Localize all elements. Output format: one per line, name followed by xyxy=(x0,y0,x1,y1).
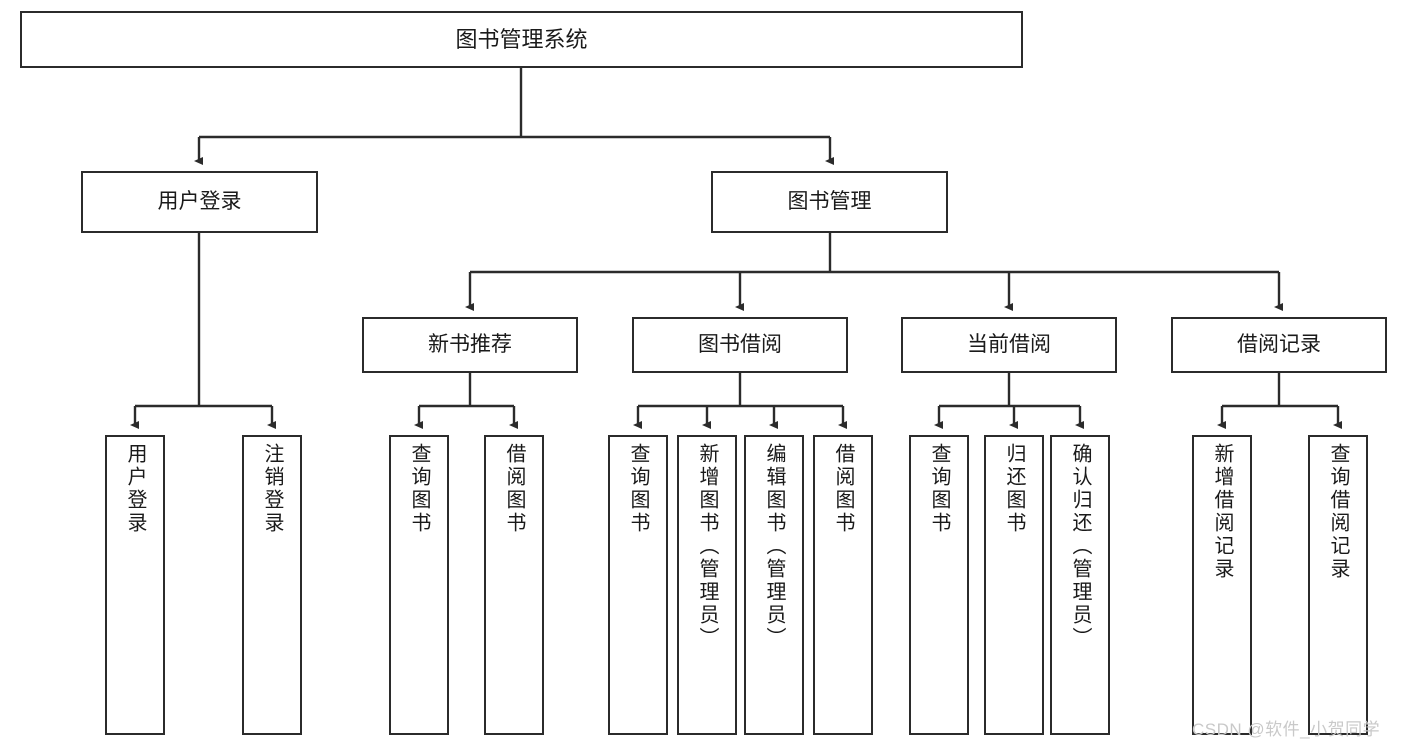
leaf-recommend-query-book[interactable]: 查询图书 xyxy=(389,435,449,735)
node-label: 查询图书 xyxy=(627,443,649,535)
node-label: 新书推荐 xyxy=(428,332,512,356)
node-label: 新增图书（管理员） xyxy=(696,443,718,650)
node-borrow-record[interactable]: 借阅记录 xyxy=(1171,317,1387,373)
leaf-borrow-add-book-admin[interactable]: 新增图书（管理员） xyxy=(677,435,737,735)
node-label: 查询图书 xyxy=(408,443,430,535)
node-label: 图书借阅 xyxy=(698,332,782,356)
leaf-current-confirm-return-admin[interactable]: 确认归还（管理员） xyxy=(1050,435,1110,735)
node-label: 借阅记录 xyxy=(1237,332,1321,356)
leaf-user-logout[interactable]: 注销登录 xyxy=(242,435,302,735)
node-label: 编辑图书（管理员） xyxy=(763,443,785,650)
node-label: 确认归还（管理员） xyxy=(1069,443,1091,650)
node-label: 图书管理 xyxy=(787,189,872,213)
leaf-record-query-borrow-record[interactable]: 查询借阅记录 xyxy=(1308,435,1368,735)
node-user-login[interactable]: 用户登录 xyxy=(81,171,318,233)
node-label: 查询借阅记录 xyxy=(1327,443,1349,581)
node-root-system[interactable]: 图书管理系统 xyxy=(20,11,1023,68)
node-label: 用户登录 xyxy=(157,189,242,213)
node-book-manage[interactable]: 图书管理 xyxy=(711,171,948,233)
csdn-watermark: CSDN @软件_小贺同学 xyxy=(1192,720,1381,739)
leaf-user-login[interactable]: 用户登录 xyxy=(105,435,165,735)
node-label: 用户登录 xyxy=(124,443,146,535)
leaf-borrow-edit-book-admin[interactable]: 编辑图书（管理员） xyxy=(744,435,804,735)
node-label: 当前借阅 xyxy=(967,332,1051,356)
leaf-borrow-query-book[interactable]: 查询图书 xyxy=(608,435,668,735)
leaf-borrow-lend-book[interactable]: 借阅图书 xyxy=(813,435,873,735)
node-label: 归还图书 xyxy=(1003,443,1025,535)
node-label: 借阅图书 xyxy=(503,443,525,535)
node-label: 借阅图书 xyxy=(832,443,854,535)
leaf-current-return-book[interactable]: 归还图书 xyxy=(984,435,1044,735)
node-label: 查询图书 xyxy=(928,443,950,535)
leaf-recommend-borrow-book[interactable]: 借阅图书 xyxy=(484,435,544,735)
node-new-book-recommend[interactable]: 新书推荐 xyxy=(362,317,578,373)
node-current-borrow[interactable]: 当前借阅 xyxy=(901,317,1117,373)
node-label: 图书管理系统 xyxy=(455,26,588,52)
leaf-current-query-book[interactable]: 查询图书 xyxy=(909,435,969,735)
node-book-borrow[interactable]: 图书借阅 xyxy=(632,317,848,373)
node-label: 注销登录 xyxy=(261,443,283,535)
node-label: 新增借阅记录 xyxy=(1211,443,1233,581)
leaf-record-add-borrow-record[interactable]: 新增借阅记录 xyxy=(1192,435,1252,735)
